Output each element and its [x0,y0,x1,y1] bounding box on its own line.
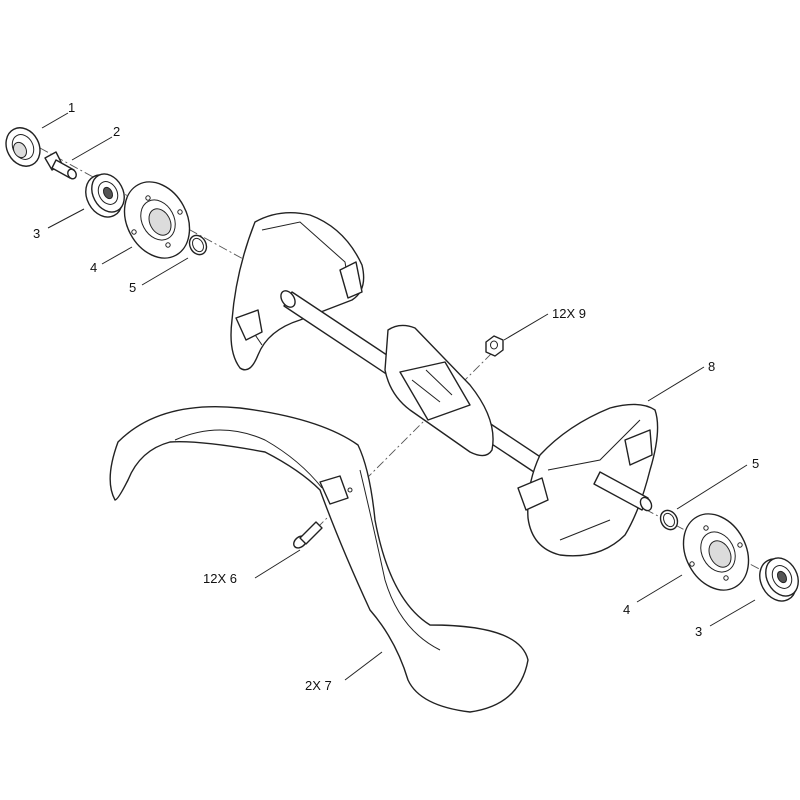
callout-3-left: 3 [33,226,40,241]
callout-3-right: 3 [695,624,702,639]
part-5-ring-left [188,234,208,256]
part-9-nut [485,335,504,357]
callout-4-right: 4 [623,602,630,617]
part-3-bearing-right [759,557,799,602]
leader-lines [41,112,756,681]
callout-5-right: 5 [752,456,759,471]
part-4-flange-left [123,181,191,259]
part-5-ring-right [659,509,679,531]
part-2-spacer-bolt [44,151,77,180]
part-7-auger-flighting [109,406,529,713]
part-1-seal-cap [5,127,41,167]
callout-2: 2 [113,124,120,139]
callout-6: 12X 6 [203,571,237,586]
part-4-flange-right [682,513,750,591]
callout-5-left: 5 [129,280,136,295]
callout-9: 12X 9 [552,306,586,321]
callout-4-left: 4 [90,260,97,275]
callout-1: 1 [68,100,75,115]
part-8-auger-shaft [230,212,659,557]
callout-7: 2X 7 [305,678,332,693]
callout-8: 8 [708,359,715,374]
part-3-bearing-left [85,173,125,218]
part-6-carriage-bolt [293,521,323,549]
